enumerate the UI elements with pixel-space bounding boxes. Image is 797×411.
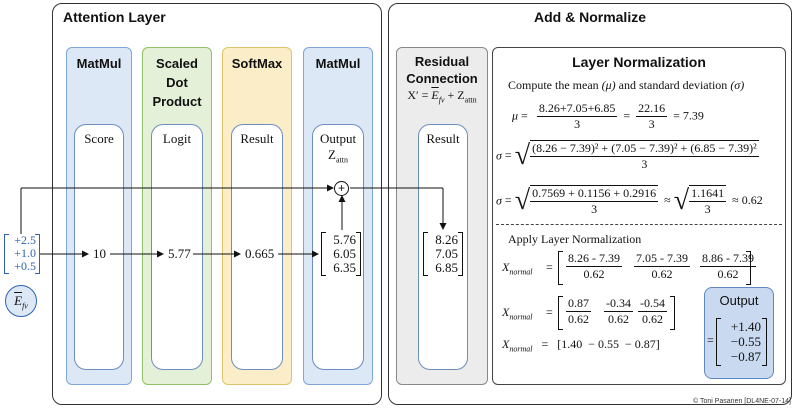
add-node: +: [334, 181, 349, 196]
residual-result-label: Result: [426, 131, 460, 146]
softmax-column: SoftMax Result: [222, 47, 292, 385]
residual-left-bracket: [423, 232, 428, 276]
score-label: Score: [84, 131, 114, 146]
xnormal-row-3: Xnormal = [1.40 − 0.55 − 0.87]: [502, 337, 660, 354]
layer-normalization-title: Layer Normalization: [572, 54, 706, 70]
efv-node: Efv: [5, 285, 37, 317]
zattn-left-bracket: [321, 232, 326, 276]
copyright-text: © Toni Pasanen [DL4NE-07-14]: [692, 398, 791, 405]
output-label: Output: [319, 131, 357, 146]
mean-std-intro: Compute the mean (μ) and standard deviat…: [508, 78, 745, 92]
score-value: 10: [91, 246, 108, 262]
residual-right-bracket: [458, 232, 463, 276]
add-normalize-title: Add & Normalize: [533, 9, 646, 25]
matmul-title-1: MatMul: [76, 56, 122, 71]
matmul-title-2: MatMul: [315, 56, 361, 71]
scaled-dot-product-title-1: Scaled: [156, 56, 198, 71]
input-vector-right-bracket: [35, 234, 40, 274]
section-divider: [496, 224, 782, 225]
matmul-column-1: MatMul Score: [66, 47, 132, 385]
zattn-label: Zattn: [328, 147, 348, 165]
residual-formula: X′ = Efv + Zattn: [407, 88, 477, 105]
input-vector-left-bracket: [4, 234, 9, 274]
apply-layer-norm-text: Apply Layer Normalization: [508, 232, 642, 246]
output-zattn-box: Output Zattn: [312, 124, 364, 370]
scaled-dot-product-title-3: Product: [152, 94, 202, 109]
residual-title-1: Residual: [414, 54, 470, 69]
residual-result-box: Result: [418, 124, 468, 370]
logit-value: 5.77: [166, 246, 193, 262]
softmax-result-label: Result: [240, 131, 274, 146]
residual-connection-column: Residual Connection X′ = Efv + Zattn Res…: [396, 47, 488, 385]
logit-label: Logit: [162, 131, 192, 146]
matmul-column-2: MatMul Output Zattn: [303, 47, 373, 385]
output-vector: +1.40−0.55−0.87: [730, 319, 761, 364]
scaled-dot-product-column: Scaled Dot Product Logit: [142, 47, 212, 385]
input-vector: +2.5+1.0+0.5: [14, 233, 36, 273]
softmax-value: 0.665: [243, 246, 277, 262]
residual-title-2: Connection: [406, 71, 478, 86]
output-box: Output = +1.40−0.55−0.87: [704, 287, 774, 379]
zattn-right-bracket: [356, 232, 361, 276]
attention-layer-title: Attention Layer: [63, 9, 166, 25]
scaled-dot-product-title-2: Dot: [166, 75, 188, 90]
softmax-title: SoftMax: [231, 56, 283, 71]
output-title: Output: [719, 293, 759, 308]
std-formula-1: σ = √(8.26 − 7.39)² + (7.05 − 7.39)² + (…: [496, 140, 759, 171]
